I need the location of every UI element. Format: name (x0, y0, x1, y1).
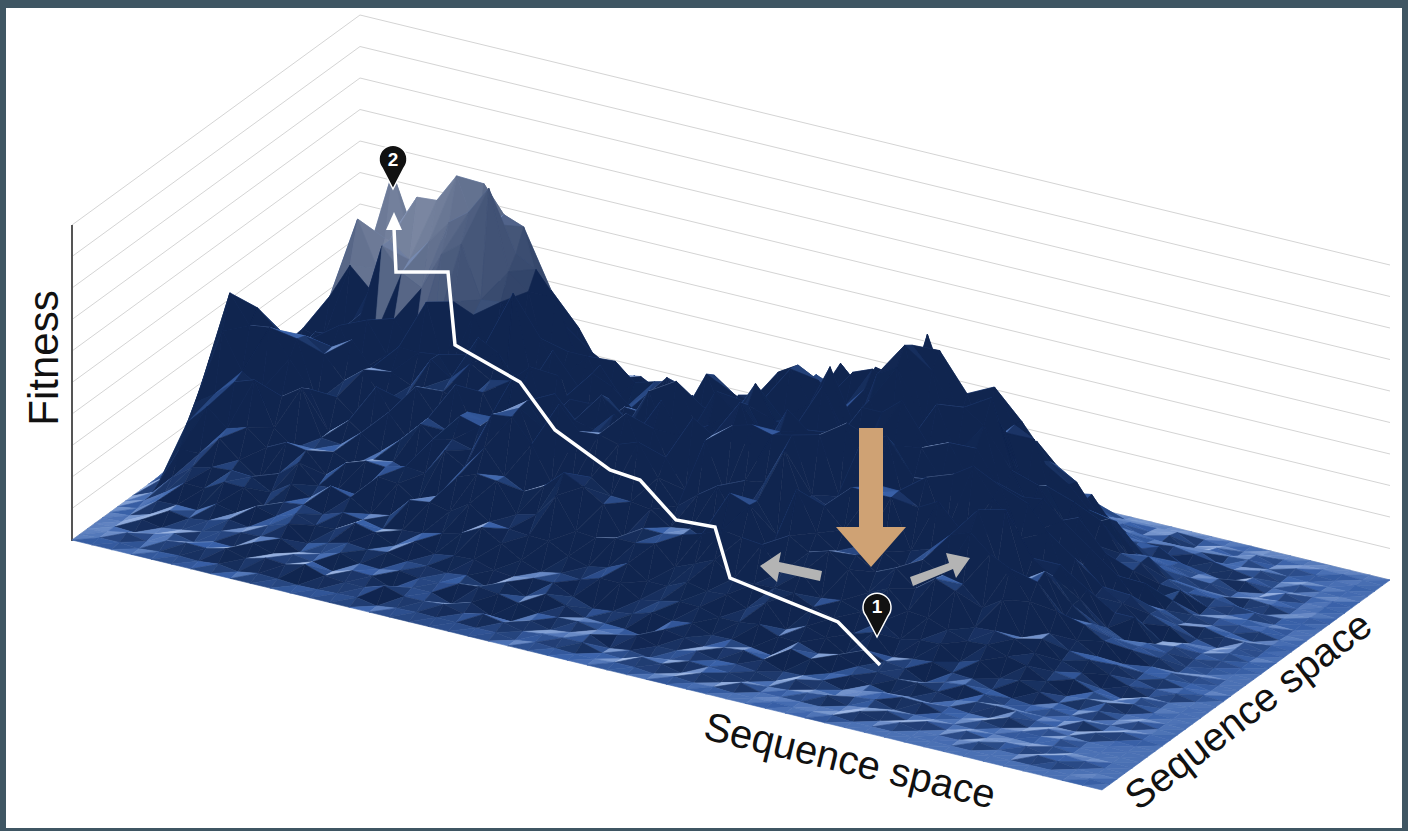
landscape-illustration (0, 0, 1408, 831)
figure-stage: 2Fitness1Sequence spaceSequence space (0, 0, 1408, 831)
